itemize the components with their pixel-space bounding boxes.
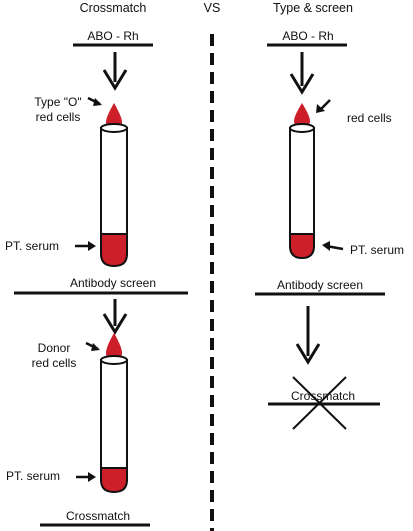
right-crossed-label: Crossmatch: [291, 389, 355, 403]
left-step2-label: Antibody screen: [70, 276, 156, 290]
left-title: Crossmatch: [80, 1, 147, 15]
right-cells-pointer-head-icon: [316, 104, 325, 113]
left-donor-pointer-head-icon: [91, 343, 100, 351]
cross-out-icon-b: [292, 376, 347, 430]
right-title: Type & screen: [273, 1, 353, 15]
right-step1-label: ABO - Rh: [282, 29, 333, 43]
left-step3-label: Crossmatch: [66, 509, 130, 523]
right-step2-label: Antibody screen: [277, 278, 363, 292]
right-arrowhead-2-icon: [295, 343, 321, 365]
left-serum-arrowhead-icon: [88, 241, 96, 251]
right-serum-label: PT. serum: [350, 243, 404, 257]
left-tube-2: [100, 333, 128, 494]
left-cells-pointer-head-icon: [93, 98, 102, 106]
left-drop-2-icon: [106, 333, 122, 360]
left-step1-label: ABO - Rh: [87, 29, 138, 43]
right-cells-label: red cells: [347, 111, 392, 125]
right-drop-icon: [294, 103, 310, 128]
right-tube: [289, 103, 315, 260]
left-arrowhead-2-icon: [102, 313, 128, 335]
left-cells-label-1: Type "O": [34, 95, 81, 109]
left-donor-label-2: red cells: [32, 356, 77, 370]
left-serum-arrowhead-2-icon: [88, 472, 96, 482]
left-donor-label-1: Donor: [38, 341, 71, 355]
right-arrowhead-1-icon: [289, 73, 315, 95]
right-serum-arrowhead-icon: [322, 241, 330, 251]
left-arrowhead-1-icon: [102, 69, 128, 91]
left-serum-label-2: PT. serum: [6, 469, 60, 483]
left-cells-label-2: red cells: [36, 110, 81, 124]
vs-label: VS: [204, 1, 221, 15]
left-drop-1-icon: [106, 103, 122, 128]
left-tube-1: [100, 103, 128, 268]
left-serum-label: PT. serum: [5, 239, 59, 253]
